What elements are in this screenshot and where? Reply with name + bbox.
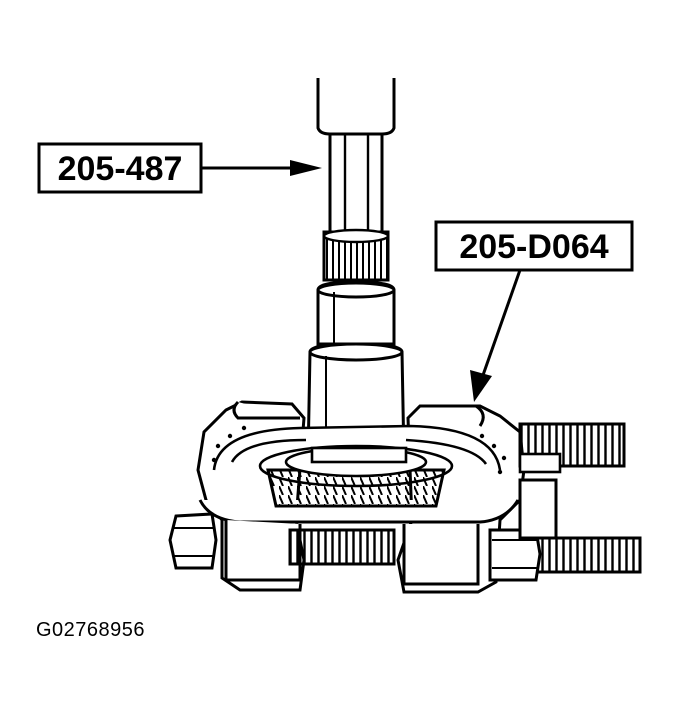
callout-label-left: 205-487 [58, 150, 183, 188]
driver-shaft [328, 132, 384, 236]
callout-label-right: 205-D064 [459, 228, 608, 266]
callout-205-D064: 205-D064 [434, 220, 634, 402]
callout-box-right [434, 220, 634, 272]
callout-205-487: 205-487 [37, 142, 322, 194]
leader-line-right [480, 269, 522, 379]
arrowhead-left [290, 160, 322, 176]
bearing-ring [212, 424, 502, 488]
arrowhead-right [470, 370, 492, 402]
left-nut [168, 512, 218, 570]
upper-right-threaded-rod [518, 422, 626, 474]
figure-id: G02768956 [36, 619, 146, 641]
front-threaded-rod [288, 528, 396, 566]
adapter-sleeve [316, 280, 396, 346]
gear [266, 446, 446, 508]
splined-section [322, 228, 390, 282]
splitter-dots [211, 425, 507, 475]
driver-handle [316, 78, 396, 136]
lower-right-threaded-rod [488, 478, 642, 582]
